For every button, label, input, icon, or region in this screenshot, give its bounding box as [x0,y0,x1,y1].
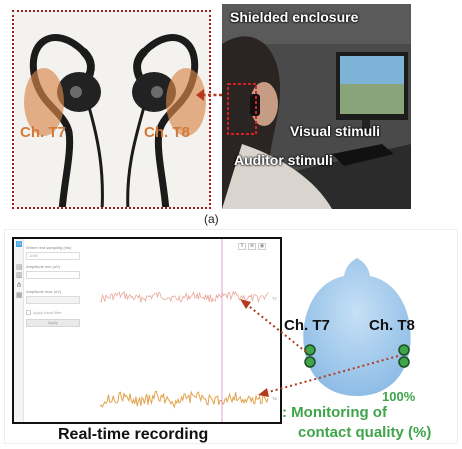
share-icon[interactable]: ⋔ [16,282,22,289]
field1-input[interactable]: 1000 [26,252,80,260]
panel-b-frame [4,229,458,444]
electrode-t8-upper [398,344,410,356]
home-icon[interactable]: ⌂ [16,240,22,247]
recording-software-window: ⌂ ▤ ▥ ⋔ ▦ Wheel rest sampling (ms) 1000 … [12,237,282,424]
head-label-t8: Ch. T8 [369,317,415,334]
left-electrode-pad [24,68,64,136]
eeg-trace-t7 [99,290,269,304]
panel-a-label: (a) [204,212,219,226]
link-arrow [196,89,222,101]
field1-label: Wheel rest sampling (ms) [26,245,72,250]
layers-icon[interactable]: ▥ [16,272,23,279]
enclosure-illustration [222,4,411,209]
trace-tag-t7: T7 [272,296,277,301]
settings-icon[interactable]: ▤ [16,264,23,271]
auditory-stimuli-label: Auditor stimuli [234,152,333,168]
enclosure-title: Shielded enclosure [230,9,359,25]
calendar-icon[interactable]: ▦ [16,292,23,299]
field2-input[interactable] [26,271,80,279]
software-settings-panel: Wheel rest sampling (ms) 1000 Amplitude … [26,241,92,422]
window-controls: ‖ ⊕ ◉ [238,243,266,250]
earphones-photo: Ch. T7 Ch. T8 [12,10,211,209]
checkbox-label: Apply band filter [33,310,62,315]
band-filter-checkbox[interactable]: Apply band filter [26,310,92,315]
pause-icon[interactable]: ‖ [238,243,246,250]
eye-icon[interactable]: ◉ [258,243,266,250]
electrode-t7-upper [304,344,316,356]
monitoring-text-line1: : Monitoring of [282,404,387,421]
software-toolbar: ⌂ ▤ ▥ ⋔ ▦ [14,239,24,422]
visual-stimuli-label: Visual stimuli [290,123,380,139]
head-label-t7: Ch. T7 [284,317,330,334]
contact-quality-value: 100% [382,389,416,404]
enclosure-photo: Shielded enclosure Visual stimuli Audito… [222,4,411,209]
ear-highlight-box [227,83,257,135]
apply-button[interactable]: Apply [26,319,80,327]
earphone-label-t7: Ch. T7 [20,124,66,141]
monitoring-text-line2: contact quality (%) [298,424,432,441]
real-time-recording-caption: Real-time recording [58,426,209,443]
field3-label: Amplitude max (uV) [26,289,62,294]
field2-label: Amplitude min (uV) [26,264,61,269]
earphones-illustration [14,12,209,207]
electrode-t8-lower [398,356,410,368]
zoom-icon[interactable]: ⊕ [248,243,256,250]
checkbox-box[interactable] [26,310,31,315]
trace-tag-t8: T8 [272,396,277,401]
field3-input[interactable] [26,296,80,304]
right-electrode-pad [166,68,206,136]
earphone-label-t8: Ch. T8 [144,124,190,141]
eeg-trace-area [99,239,269,422]
electrode-t7-lower [304,356,316,368]
eeg-trace-t8 [99,390,269,409]
